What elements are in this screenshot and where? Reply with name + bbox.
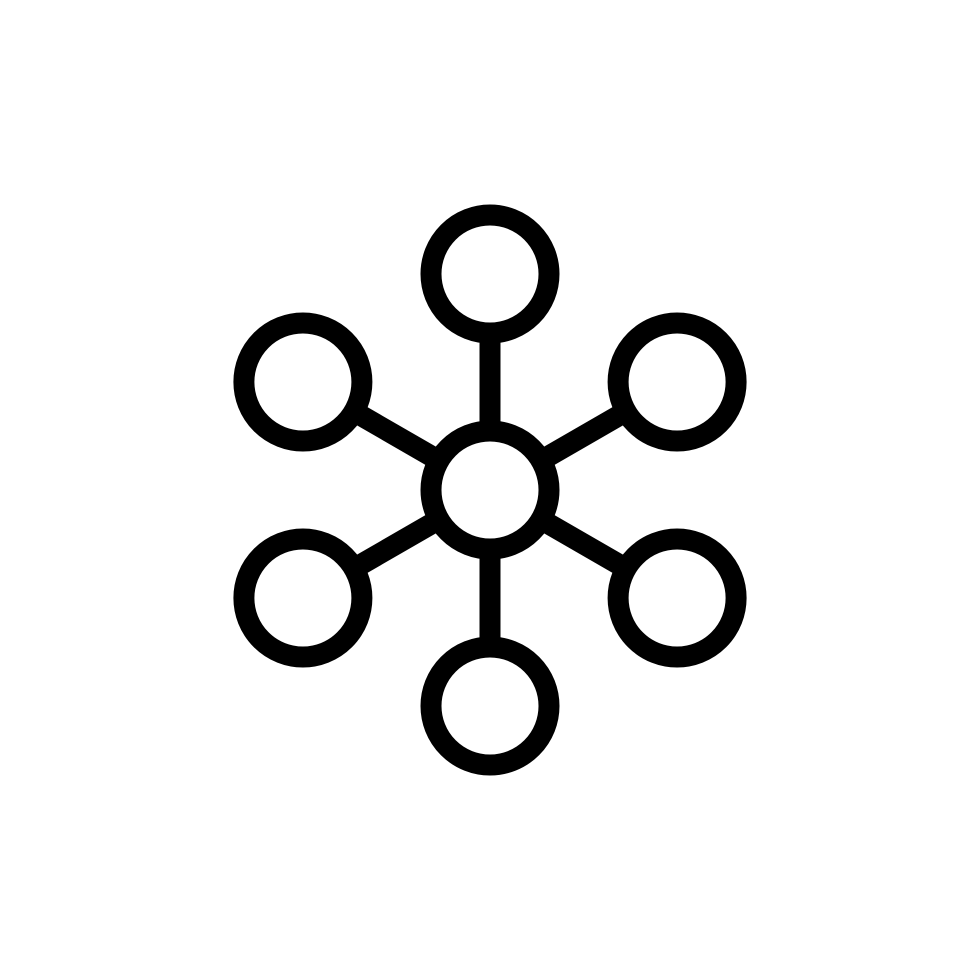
satellite-node-upper-left: [233, 312, 373, 452]
satellite-node-top: [420, 204, 560, 344]
connectors-group: [348, 333, 632, 647]
satellite-node-upper-right: [607, 312, 747, 452]
nodes-group: [233, 204, 747, 776]
connector-lower-right: [535, 510, 632, 578]
satellite-node-bottom: [420, 636, 560, 776]
satellite-node-lower-right: [607, 528, 747, 668]
connector-lower-left: [348, 510, 445, 578]
connector-upper-left: [348, 402, 445, 470]
hub-node: [420, 420, 560, 560]
satellite-node-lower-left: [233, 528, 373, 668]
connector-upper-right: [535, 402, 632, 470]
